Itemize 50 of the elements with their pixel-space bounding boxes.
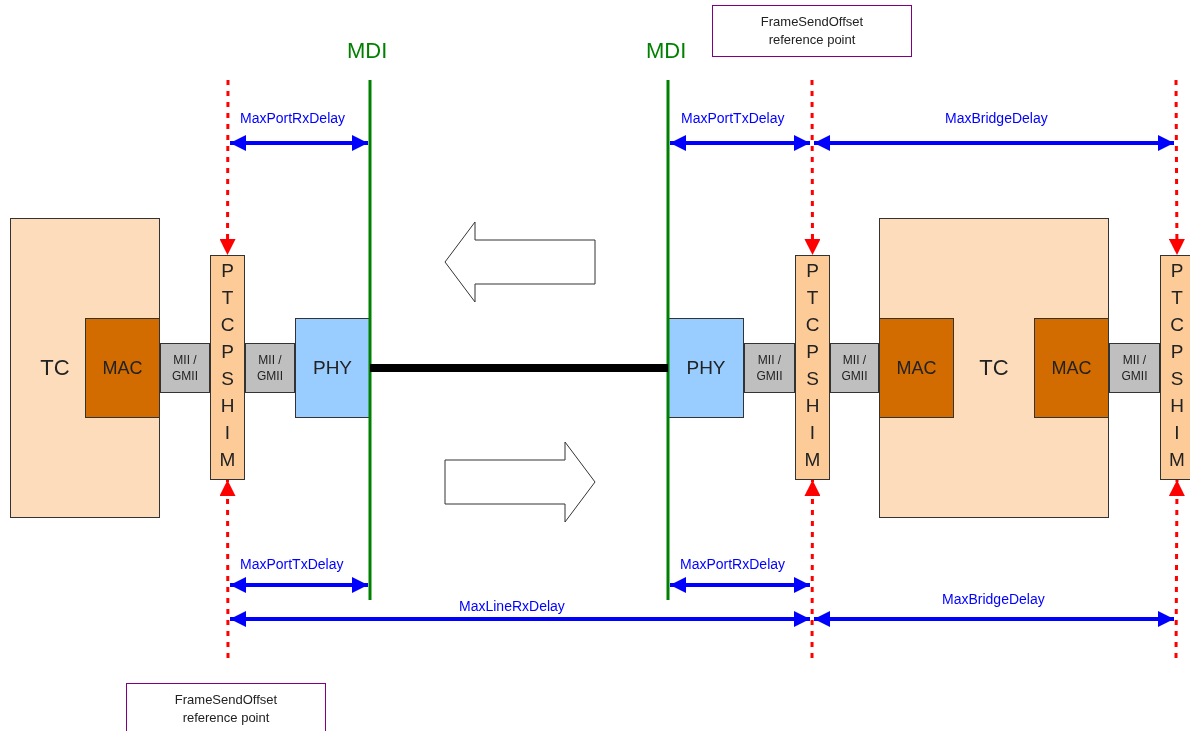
reference-arrow — [804, 480, 821, 658]
device-block — [879, 218, 1109, 518]
interface-block — [160, 343, 210, 393]
reference-arrow — [219, 80, 236, 255]
block-label: MAC — [1051, 357, 1092, 379]
device-block — [10, 218, 160, 518]
block-label: MAC — [896, 357, 937, 379]
callout-text: FrameSendOffset reference point — [759, 12, 865, 49]
reference-arrow — [1168, 480, 1185, 658]
shim-label: PTCPSHIM — [218, 259, 237, 476]
delay-label: MaxPortRxDelay — [240, 110, 346, 126]
device-label: TC — [40, 355, 70, 381]
interface-block — [744, 343, 795, 393]
device-label: TC — [979, 355, 1009, 381]
reference-arrow — [1168, 80, 1185, 255]
interface-block — [830, 343, 879, 393]
callout-text: FrameSendOffset reference point — [173, 690, 279, 727]
callout-box — [126, 683, 326, 731]
interface-label: MII / GMII — [755, 351, 784, 385]
interface-label: MII / GMII — [171, 351, 199, 385]
delay-label: MaxBridgeDelay — [942, 591, 1045, 607]
interface-block — [245, 343, 295, 393]
cable-line — [370, 364, 668, 372]
delay-label: MaxPortRxDelay — [680, 556, 786, 572]
delay-label: MaxBridgeDelay — [945, 110, 1048, 126]
callout-box — [712, 5, 912, 57]
phy-block — [295, 318, 370, 418]
mac-block — [85, 318, 160, 418]
delay-label: MaxPortTxDelay — [240, 556, 344, 572]
block-label: PHY — [312, 357, 353, 379]
block-label: PHY — [686, 357, 726, 379]
interface-label: MII / GMII — [840, 351, 869, 385]
shim-bar — [1160, 255, 1190, 480]
block-label: MAC — [102, 357, 143, 379]
shim-bar — [210, 255, 245, 480]
shim-label: PTCPSHIM — [803, 259, 822, 476]
shim-bar — [795, 255, 830, 480]
interface-label: MII / GMII — [1120, 351, 1149, 385]
interface-block — [1109, 343, 1160, 393]
interface-label: MDI — [646, 38, 687, 64]
delay-label: MaxLineRxDelay — [459, 598, 565, 614]
mac-block — [1034, 318, 1109, 418]
shim-label: PTCPSHIM — [1167, 259, 1187, 476]
mac-block — [879, 318, 954, 418]
reference-arrow — [804, 80, 821, 255]
interface-label: MII / GMII — [256, 351, 284, 385]
delay-label: MaxPortTxDelay — [681, 110, 785, 126]
phy-block — [668, 318, 744, 418]
reference-arrow — [219, 480, 236, 658]
interface-label: MDI — [347, 38, 388, 64]
